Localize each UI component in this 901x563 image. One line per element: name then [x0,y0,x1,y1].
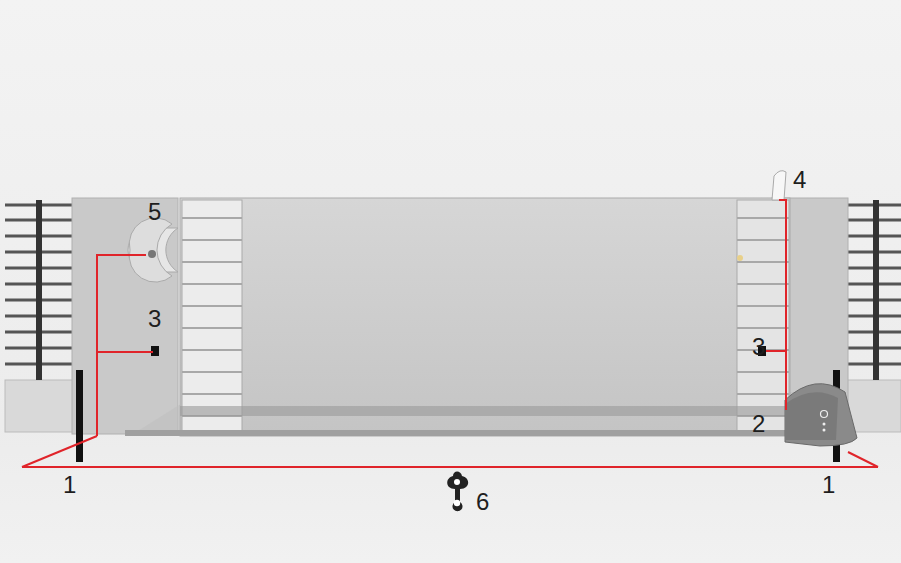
callout-number: 3 [752,335,765,359]
key-selector-lock [148,250,156,258]
callout-number: 5 [148,200,161,224]
remote-control [447,472,468,512]
callout-number: 1 [822,473,835,497]
wiring [22,200,878,467]
key-selector-housing [129,218,172,282]
callout-number: 2 [752,412,765,436]
left-pillar [72,198,178,434]
sliding-gate [125,198,790,436]
flashing-lamp [772,171,786,200]
callout-number: 4 [793,168,806,192]
left-fence [5,200,75,432]
photocell-post [76,370,83,462]
gate-motor [785,384,857,446]
right-fence [845,200,901,432]
callout-number: 6 [476,490,489,514]
callout-number: 1 [63,473,76,497]
gate-motor-front [785,392,838,440]
callout-number: 3 [148,307,161,331]
